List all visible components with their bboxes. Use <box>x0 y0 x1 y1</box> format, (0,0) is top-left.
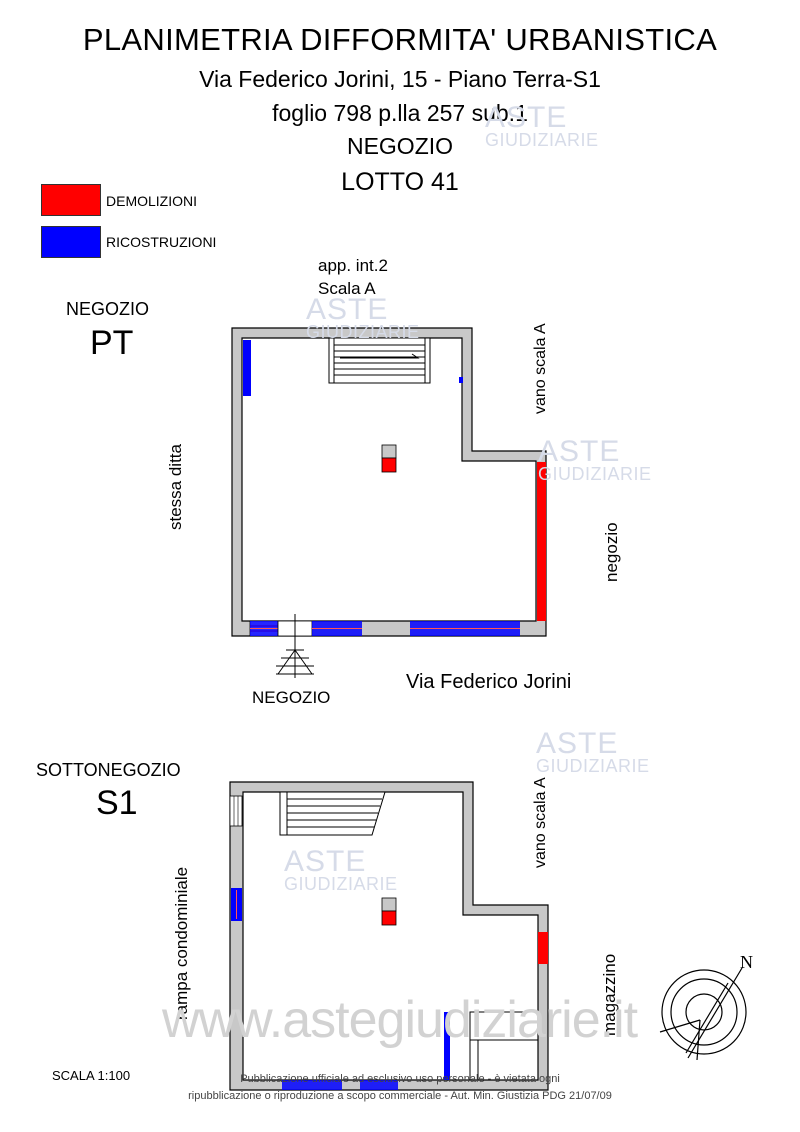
plan-pt-label-entrance: NEGOZIO <box>252 688 331 707</box>
watermark-line2: GIUDIZIARIE <box>485 130 599 150</box>
watermark-logo: ASTE GIUDIZIARIE <box>536 727 650 776</box>
plan-pt-caption: NEGOZIO <box>66 299 150 319</box>
legend-swatch-reconstruction <box>41 226 101 258</box>
legend-swatch-demolition <box>41 184 101 216</box>
plan-s1-caption: SOTTONEGOZIO <box>36 760 181 780</box>
compass-rose <box>659 967 747 1061</box>
lot-number: LOTTO 41 <box>341 168 459 196</box>
watermark-logo: ASTE GIUDIZIARIE <box>485 101 599 150</box>
watermark-line2: GIUDIZIARIE <box>306 322 420 342</box>
plan-pt-label-right: negozio <box>602 522 621 582</box>
plan-pt-floor-code: PT <box>90 324 134 362</box>
watermark-line1: ASTE <box>485 101 568 134</box>
plan-pt-windows <box>249 614 520 640</box>
footer-disclaimer-line1: Pubblicazione ufficiale ad esclusivo uso… <box>240 1073 560 1085</box>
plan-pt-entrance-arrow <box>276 636 314 678</box>
watermark-line2: GIUDIZIARIE <box>536 756 650 776</box>
watermark-line1: ASTE <box>306 293 389 326</box>
legend-label-reconstruction: RICOSTRUZIONI <box>106 234 217 250</box>
plan-pt-street-name: Via Federico Jorini <box>406 671 572 693</box>
watermark-line1: ASTE <box>536 727 619 760</box>
watermark-line2: GIUDIZIARIE <box>284 874 398 894</box>
plan-s1-label-stairwell: vano scala A <box>532 777 549 868</box>
plan-s1-walls <box>229 781 549 1091</box>
plan-pt-stairs <box>328 337 431 384</box>
property-type: NEGOZIO <box>346 133 454 159</box>
watermark-logo: ASTE GIUDIZIARIE <box>284 845 398 894</box>
plan-s1-floor-code: S1 <box>96 784 138 822</box>
address-line: Via Federico Jorini, 15 - Piano Terra-S1 <box>199 66 601 92</box>
footer-disclaimer-line2: ripubblicazione o riproduzione a scopo c… <box>188 1090 612 1102</box>
watermark-line1: ASTE <box>284 845 367 878</box>
plan-pt-label-stairwell: vano scala A <box>532 323 549 414</box>
watermark-logo: ASTE GIUDIZIARIE <box>306 293 420 342</box>
watermark-site: www.astegiudiziarie.it <box>162 991 638 1049</box>
plan-pt-label-stair: Scala A <box>318 279 376 298</box>
watermark-line2: GIUDIZIARIE <box>538 464 652 484</box>
scale-label: SCALA 1:100 <box>52 1068 131 1083</box>
compass-north-label: N <box>740 952 753 972</box>
plan-pt-label-left: stessa ditta <box>166 444 185 530</box>
plan-pt-label-neighbor: app. int.2 <box>318 256 388 275</box>
plan-pt-walls <box>231 327 547 637</box>
watermark-line1: ASTE <box>538 435 621 468</box>
plan-pt-demolition-right <box>537 462 546 621</box>
plan-s1-stairs <box>279 791 386 836</box>
document-title: PLANIMETRIA DIFFORMITA' URBANISTICA <box>82 22 718 57</box>
legend-label-demolition: DEMOLIZIONI <box>106 193 198 209</box>
watermark-logo: ASTE GIUDIZIARIE <box>538 435 652 484</box>
plan-pt-reconstruction-left <box>243 340 251 396</box>
cadastral-line: foglio 798 p.lla 257 sub.1 <box>272 100 528 126</box>
